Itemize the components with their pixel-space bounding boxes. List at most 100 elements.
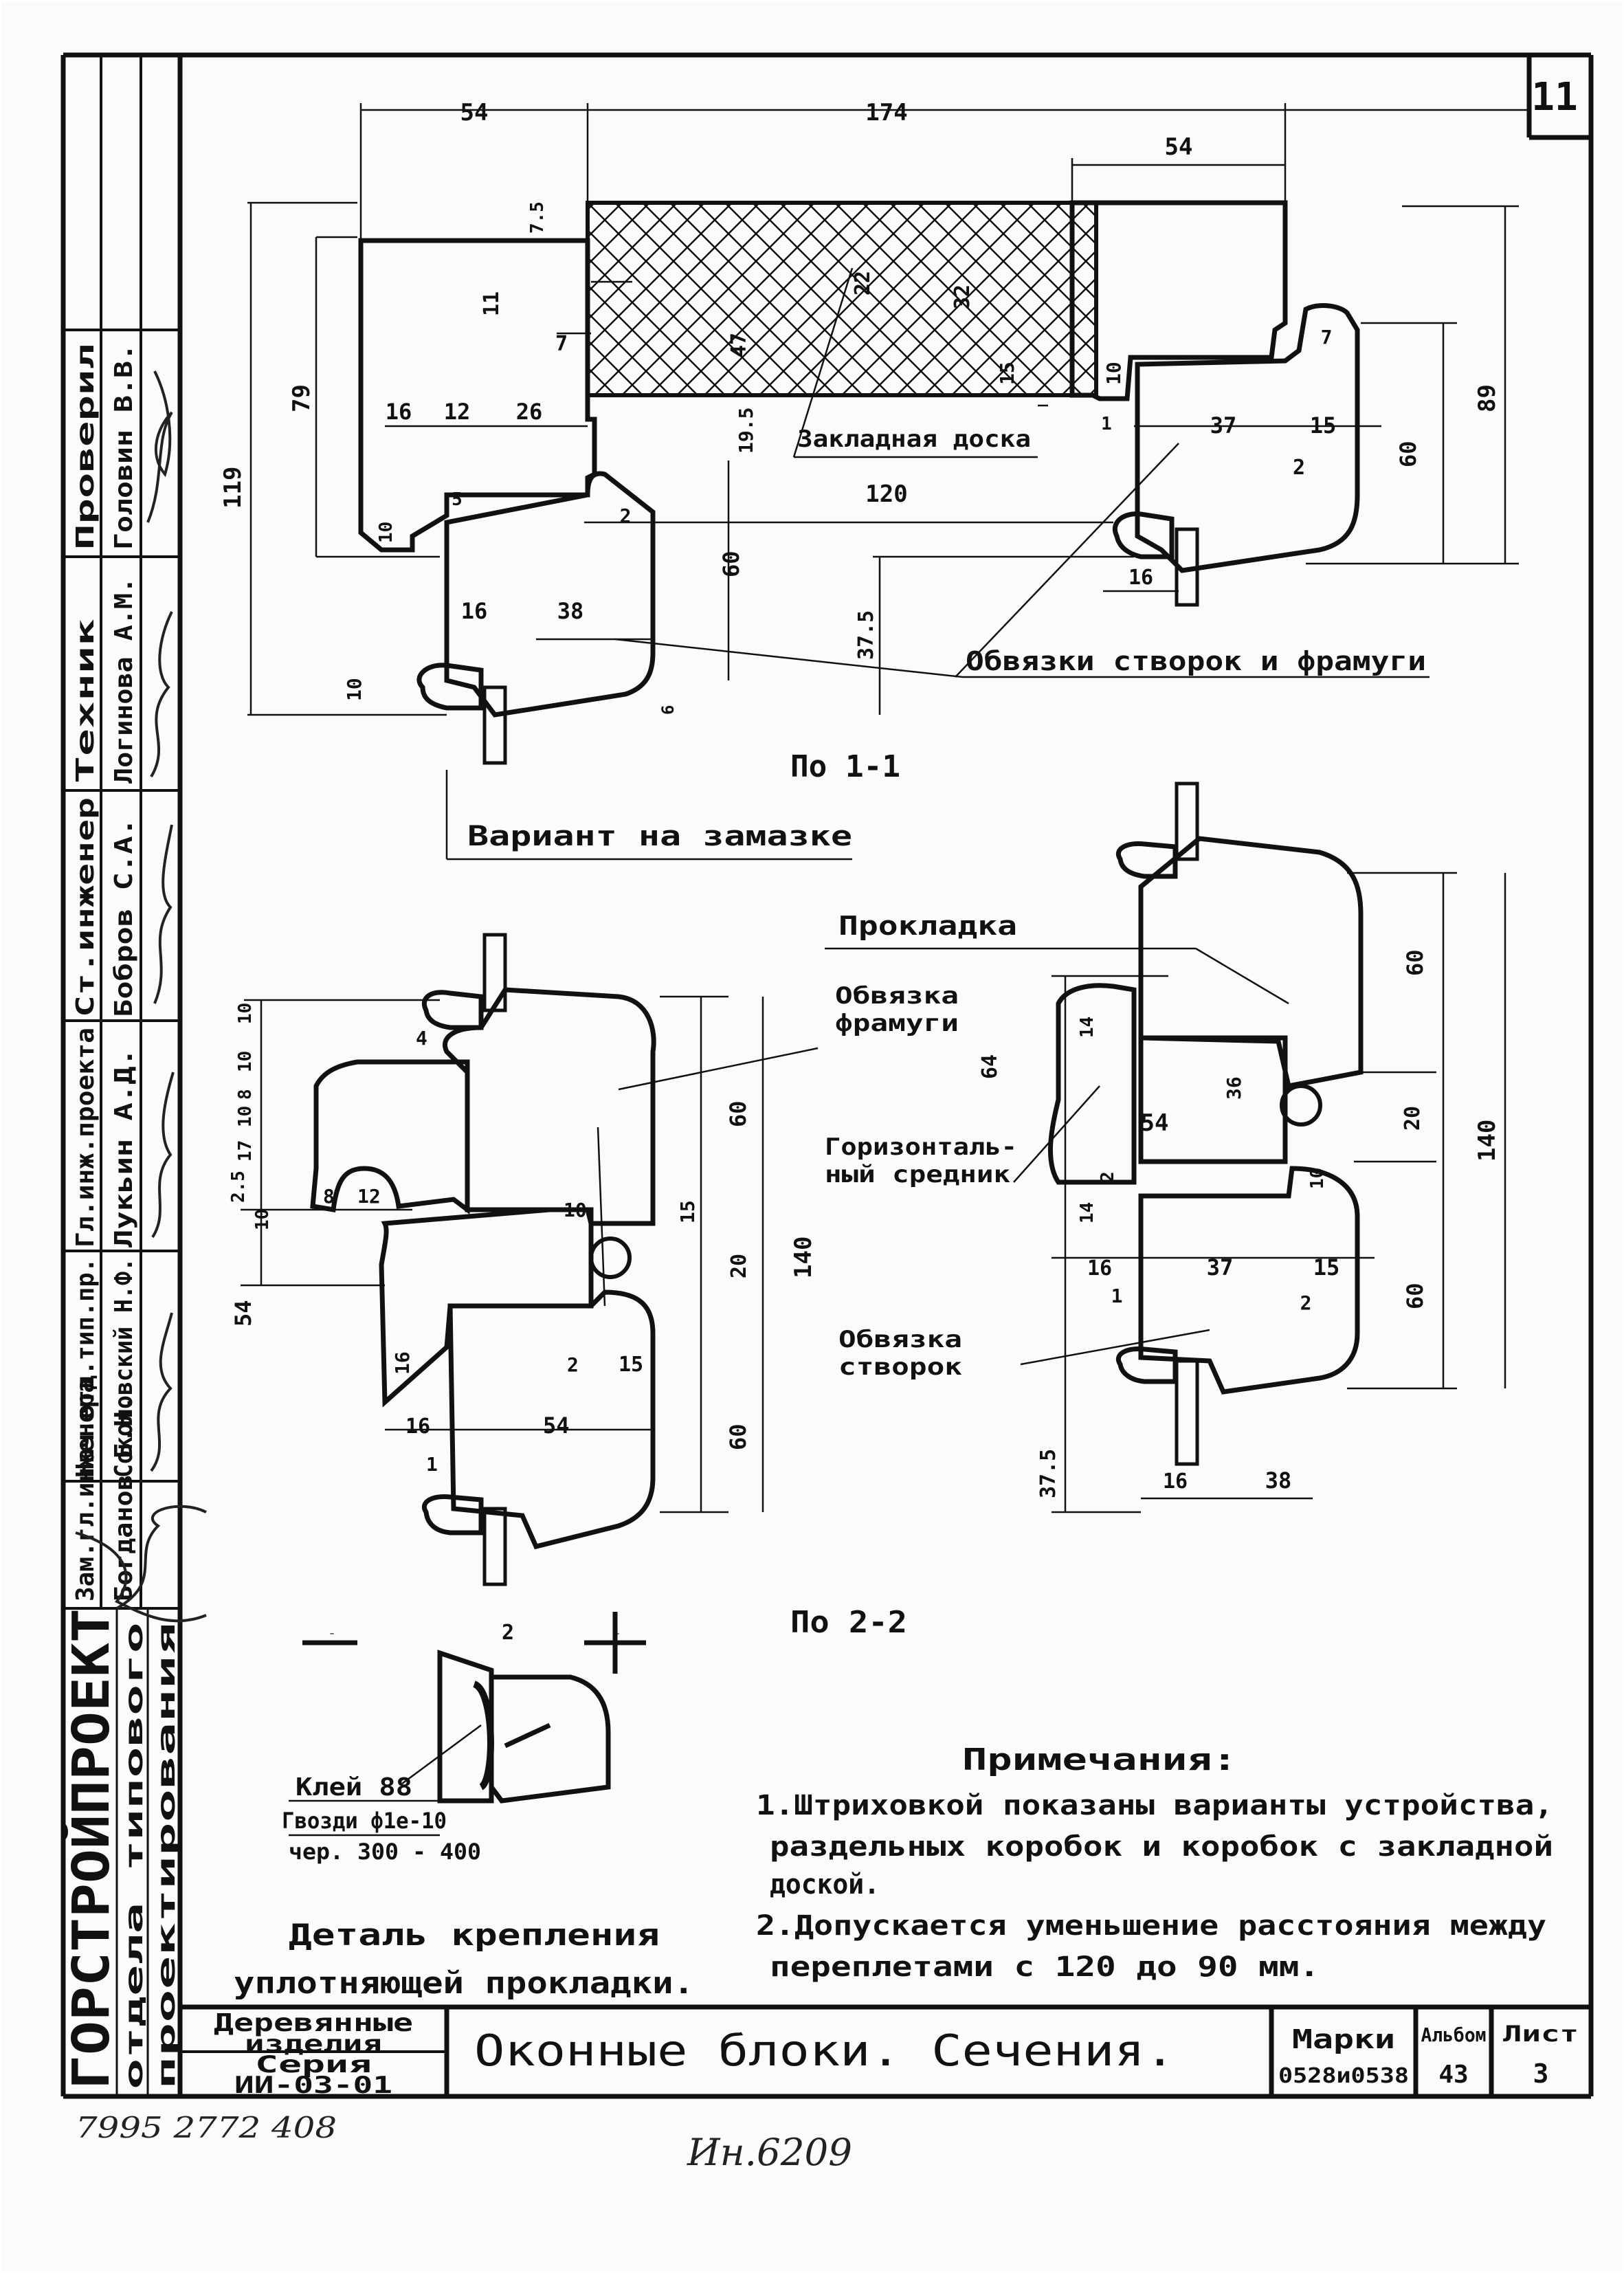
dim-r16-b: 16 (1163, 1470, 1188, 1494)
dim-l10-d: 10 (252, 1209, 273, 1230)
dim-r37-5: 37.5 (1036, 1449, 1060, 1498)
dept-line-2: проектирования (153, 1622, 181, 2089)
dim-r38: 38 (1265, 1467, 1292, 1494)
dim-l16-b: 16 (405, 1415, 430, 1439)
putty-lower-left (422, 1494, 484, 1535)
dim-38: 38 (557, 598, 584, 624)
dim-l8: 8 (235, 1089, 256, 1100)
label-putty-variant: Вариант на замазке (467, 821, 852, 852)
dim-54-top: 54 (460, 99, 489, 126)
gasket-circle-right (1280, 1084, 1322, 1127)
notes: Примечания: 1.Штриховкой показаны вариан… (756, 1742, 1553, 1983)
dim-l10-e: 10 (564, 1199, 587, 1221)
role-deputy-chief: Зам.гл.инженера (71, 1378, 100, 1601)
dim-16: 16 (386, 399, 412, 425)
dim-l10-c: 10 (235, 1106, 256, 1127)
dim-r10: 10 (1307, 1168, 1328, 1189)
label-sash-1: Обвязка (838, 1326, 962, 1353)
role-dept-head: Нач.отд.тип.пр. (71, 1258, 100, 1478)
dim-120: 120 (865, 480, 907, 508)
mullion-left (310, 1059, 470, 1215)
dim-7: 7 (555, 332, 568, 356)
gasket-circle-left (589, 1237, 632, 1279)
detail-dim-2: 2 (502, 1621, 514, 1645)
dim-r36: 36 (1223, 1076, 1245, 1100)
dim-r2: 2 (1098, 1171, 1118, 1182)
name-technician: Логинова А.М. (110, 577, 138, 784)
sash-profile-left (444, 471, 656, 718)
dim-79: 79 (288, 384, 315, 412)
label-gasket: Прокладка (838, 911, 1017, 941)
dim-l16: 16 (391, 1351, 414, 1375)
dim-l140: 140 (790, 1237, 817, 1278)
left-stamp (63, 55, 180, 2096)
dim-l15: 15 (676, 1200, 699, 1223)
glass-right (1175, 527, 1199, 607)
dim-l4: 4 (416, 1027, 427, 1050)
putty-transom-right (1116, 841, 1178, 879)
sheet-label: Лист (1503, 2021, 1579, 2047)
dim-r15: 15 (1313, 1254, 1340, 1280)
dim-54-right: 54 (1165, 133, 1193, 161)
album-label: Альбом (1421, 2023, 1487, 2046)
glass-lower-right (1175, 1359, 1199, 1466)
label-insert-board: Закладная доска (797, 425, 1031, 453)
glass-left (482, 685, 507, 765)
box-profile-left (358, 238, 597, 553)
section-1-1: 54 174 54 7.5 11 7 22 32 47 15 10 19.5 З… (219, 99, 1529, 861)
dim-119: 119 (219, 467, 247, 509)
dim-l2: 2 (567, 1353, 579, 1376)
dim-r140: 140 (1473, 1120, 1501, 1162)
signatures (75, 370, 207, 1623)
dim-l17: 17 (235, 1140, 256, 1162)
dim-r54: 54 (1141, 1109, 1169, 1137)
dim-r60-b: 60 (1402, 1283, 1428, 1309)
dim-l60: 60 (725, 1100, 751, 1127)
detail-nails: Гвозди ф1е-10 (282, 1808, 447, 1834)
dim-26: 26 (516, 399, 543, 425)
glass-transom-right (1175, 781, 1199, 861)
insert-board (586, 201, 1098, 397)
drawing-title: Оконные блоки. Сечения. (474, 2026, 1175, 2076)
marks-label: Марки (1292, 2024, 1395, 2054)
notes-title: Примечания: (962, 1742, 1237, 1777)
dim-r16: 16 (1087, 1256, 1112, 1280)
mullion-core-right (1138, 1035, 1288, 1164)
mullion-right (1047, 983, 1137, 1185)
sash-lower-left (447, 1289, 656, 1550)
note-1-line-3: доской. (770, 1869, 880, 1900)
section-2-2-right: Прокладка Обвязка фрамуги Горизонталь- н… (790, 781, 1506, 1640)
role-senior-engineer: Ст.инженер (71, 797, 100, 1017)
box-profile-right (1069, 200, 1288, 401)
note-1-line-1: 1.Штриховкой показаны варианты устройств… (756, 1790, 1553, 1821)
name-dept-head: Соколовский Н.Ф. (110, 1258, 138, 1478)
label-mullion-1: Горизонталь- (825, 1133, 1017, 1161)
dim-l2-5: 2.5 (228, 1171, 249, 1203)
dim-2-a: 2 (1293, 456, 1305, 480)
label-transom-frame-2: фрамуги (835, 1010, 959, 1037)
dim-60-b: 60 (718, 551, 744, 577)
dim-19-5: 19.5 (735, 408, 757, 454)
caption-section-1-1: По 1-1 (790, 749, 900, 784)
detail-plus: + (615, 1630, 619, 1638)
detail-minus: − (330, 1630, 334, 1638)
label-sash-2: створок (838, 1353, 962, 1381)
dim-r20: 20 (1401, 1106, 1425, 1131)
dim-l8-b: 8 (323, 1185, 335, 1208)
dim-l54: 54 (230, 1300, 256, 1327)
detail-nails-step: чер. 300 - 400 (289, 1839, 481, 1865)
detail-gasket-fixing: − + 2 Клей 88 Гвозди ф1е-10 чер. 300 - 4… (234, 1612, 694, 2001)
dim-15-b: 15 (1310, 412, 1337, 439)
note-2-line-1: 2.Допускается уменьшение расстояния межд… (756, 1910, 1546, 1942)
series-line-2: ИИ-03-01 (234, 2072, 392, 2099)
dim-r64: 64 (978, 1054, 1002, 1079)
dim-37: 37 (1210, 412, 1237, 439)
dim-37-5: 37.5 (854, 610, 878, 660)
dim-7-5: 7.5 (527, 201, 548, 234)
dim-r37: 37 (1207, 1254, 1234, 1280)
product-line-1: Деревянные (214, 2009, 413, 2037)
dim-l12: 12 (357, 1185, 381, 1208)
detail-caption-2: уплотняющей прокладки. (234, 1966, 694, 2001)
dim-11: 11 (480, 291, 504, 316)
name-chief-engineer: Лукьин А.Д. (110, 1048, 138, 1248)
